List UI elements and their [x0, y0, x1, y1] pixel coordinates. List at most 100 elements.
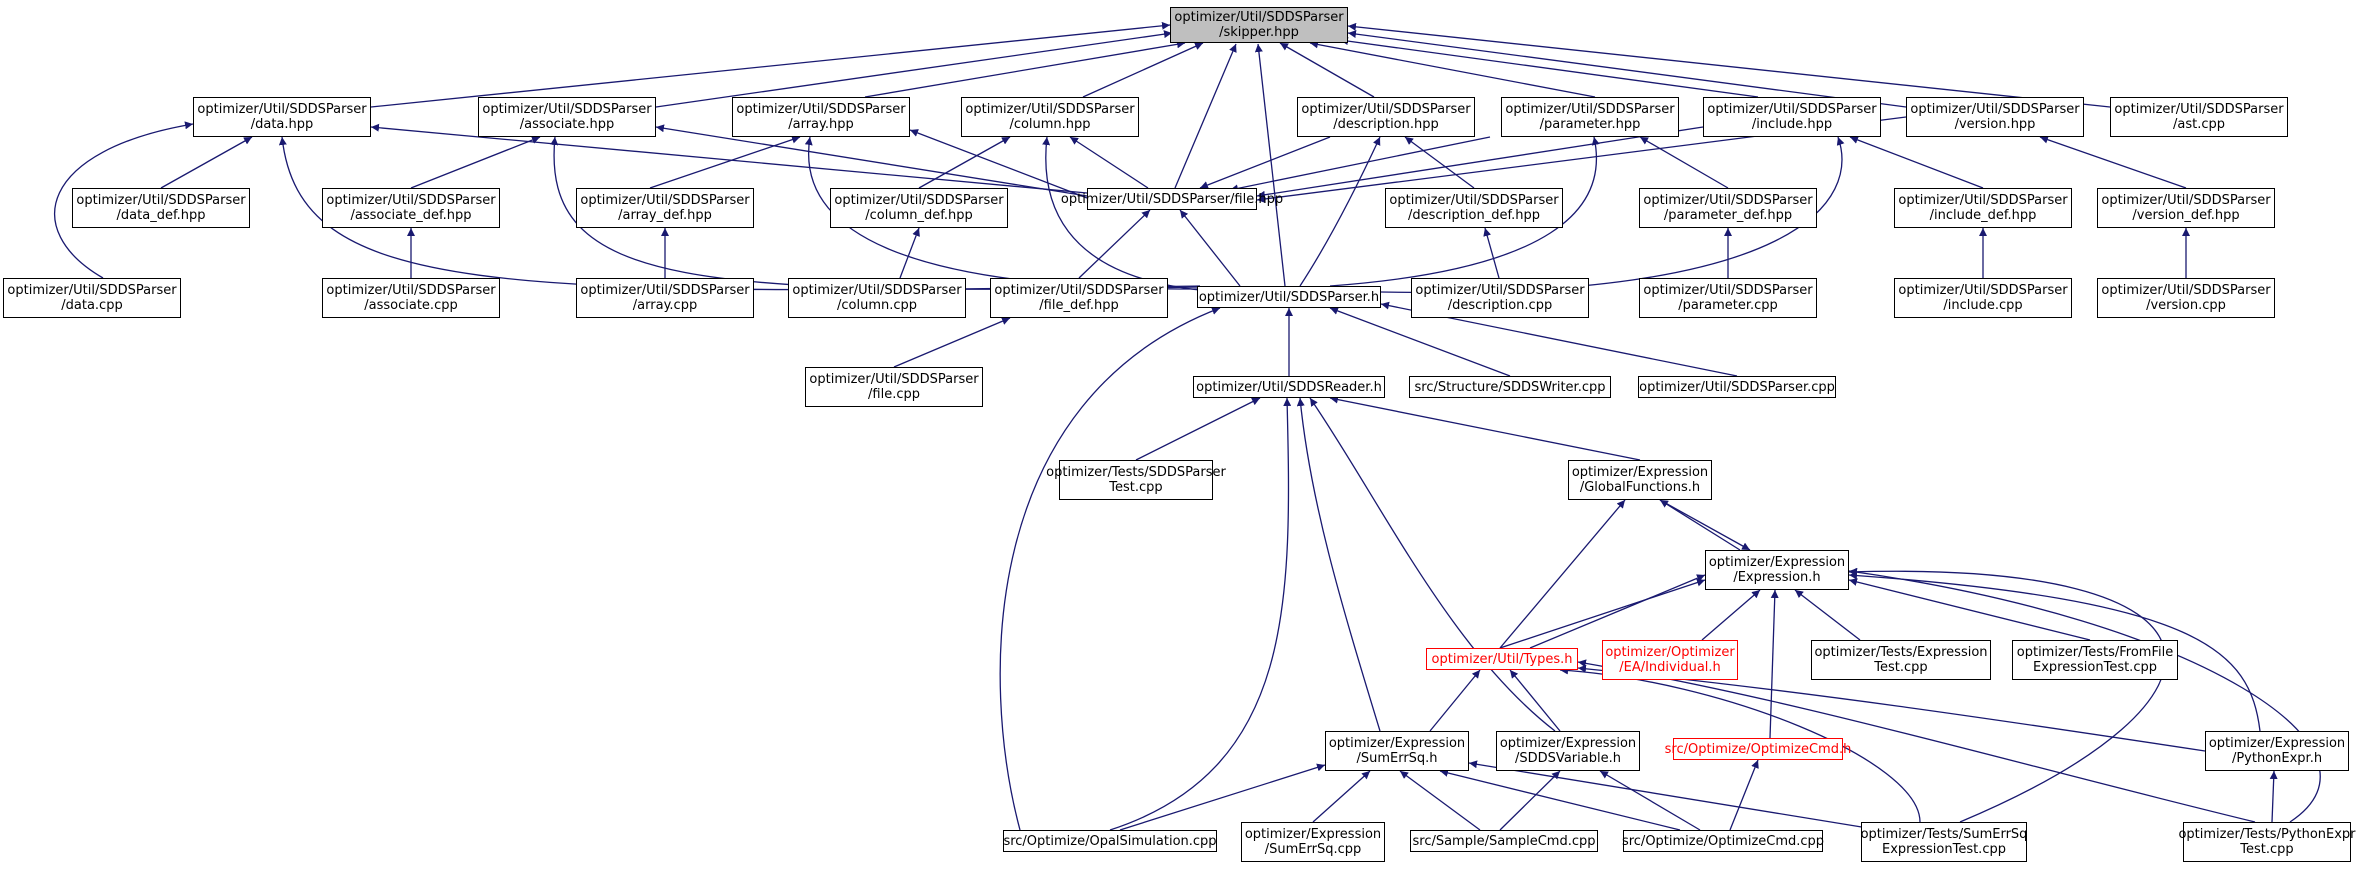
node-include-def-hpp[interactable]: optimizer/Util/SDDSParser/include_def.hp… — [1894, 188, 2072, 228]
node-data-def-hpp[interactable]: optimizer/Util/SDDSParser/data_def.hpp — [72, 188, 250, 228]
include-edge — [1109, 397, 1292, 831]
include-edge — [899, 227, 920, 279]
node-description-hpp[interactable]: optimizer/Util/SDDSParser/description.hp… — [1297, 97, 1475, 137]
include-edge — [1309, 397, 1556, 732]
include-edge — [1483, 227, 1500, 279]
include-edge — [1769, 589, 1779, 739]
include-edge — [1729, 759, 1759, 831]
node-version-def-hpp[interactable]: optimizer/Util/SDDSParser/version_def.hp… — [2097, 188, 2275, 228]
node-description-cpp[interactable]: optimizer/Util/SDDSParser/description.cp… — [1411, 278, 1589, 318]
node-sddsreader-h[interactable]: optimizer/Util/SDDSReader.h — [1193, 376, 1385, 398]
include-edge — [1069, 136, 1149, 189]
node-parameter-def-hpp[interactable]: optimizer/Util/SDDSParser/parameter_def.… — [1639, 188, 1817, 228]
include-edge — [1082, 42, 1204, 98]
node-pythonexpr-h[interactable]: optimizer/Expression/PythonExpr.h — [2205, 731, 2349, 771]
include-edge — [918, 136, 1011, 189]
node-parameter-hpp[interactable]: optimizer/Util/SDDSParser/parameter.hpp — [1501, 97, 1679, 137]
include-edge — [655, 124, 1088, 197]
node-file-hpp[interactable]: optimizer/Util/SDDSParser/file.hpp — [1061, 188, 1283, 210]
node-samplecmd-cpp[interactable]: src/Sample/SampleCmd.cpp — [1410, 830, 1598, 852]
node-version-cpp[interactable]: optimizer/Util/SDDSParser/version.cpp — [2097, 278, 2275, 318]
include-edge — [1848, 568, 2321, 823]
include-edge — [1199, 136, 1331, 189]
node-data-hpp[interactable]: optimizer/Util/SDDSParser/data.hpp — [193, 97, 371, 137]
node-data-cpp[interactable]: optimizer/Util/SDDSParser/data.cpp — [3, 278, 181, 318]
include-edge — [1439, 769, 1681, 831]
include-edge — [1329, 307, 1511, 377]
include-edge — [1347, 22, 2111, 108]
include-edge — [410, 136, 541, 189]
include-edge — [1329, 395, 1641, 461]
include-edge — [370, 21, 1171, 108]
node-column-cpp[interactable]: optimizer/Util/SDDSParser/column.cpp — [788, 278, 966, 318]
include-edge — [1229, 136, 1491, 193]
include-edge — [1399, 770, 1481, 831]
include-edge — [1659, 499, 1751, 551]
node-expression-h[interactable]: optimizer/Expression/Expression.h — [1705, 550, 1849, 590]
include-edge — [1404, 136, 1475, 189]
include-edge — [1499, 578, 1706, 649]
include-edge — [2269, 770, 2278, 823]
include-edge — [1468, 760, 1881, 831]
node-opalsimulation-cpp[interactable]: src/Optimize/OpalSimulation.cpp — [1003, 830, 1217, 852]
include-edge — [999, 307, 1221, 831]
include-edge — [370, 123, 1088, 194]
node-column-hpp[interactable]: optimizer/Util/SDDSParser/column.hpp — [961, 97, 1139, 137]
node-associate-hpp[interactable]: optimizer/Util/SDDSParser/associate.hpp — [478, 97, 656, 137]
include-edge — [1529, 574, 1706, 649]
node-sumerrsq-cpp[interactable]: optimizer/Expression/SumErrSq.cpp — [1241, 822, 1385, 862]
include-edge — [1794, 589, 1861, 641]
include-edge — [1848, 571, 2261, 732]
include-edge — [1429, 669, 1481, 732]
node-optimizecmd-cpp[interactable]: src/Optimize/OptimizeCmd.cpp — [1622, 830, 1824, 852]
node-file-def-hpp[interactable]: optimizer/Util/SDDSParser/file_def.hpp — [990, 278, 1168, 318]
node-associate-def-hpp[interactable]: optimizer/Util/SDDSParser/associate_def.… — [322, 188, 500, 228]
include-edge — [54, 121, 194, 279]
include-edge — [1042, 136, 1201, 291]
node-sddsparser-h[interactable]: optimizer/Util/SDDSParser.h — [1197, 286, 1381, 308]
node-associate-cpp[interactable]: optimizer/Util/SDDSParser/associate.cpp — [322, 278, 500, 318]
node-types-h[interactable]: optimizer/Util/Types.h — [1426, 648, 1578, 670]
include-edge — [2039, 135, 2187, 189]
include-edge — [1135, 397, 1261, 461]
node-description-def-hpp[interactable]: optimizer/Util/SDDSParser/description_de… — [1385, 188, 1563, 228]
node-version-hpp[interactable]: optimizer/Util/SDDSParser/version.hpp — [1906, 97, 2084, 137]
include-edge — [1119, 763, 1326, 831]
node-individual-h[interactable]: optimizer/Optimizer/EA/Individual.h — [1602, 640, 1738, 680]
node-include-cpp[interactable]: optimizer/Util/SDDSParser/include.cpp — [1894, 278, 2072, 318]
include-edge — [1499, 499, 1626, 649]
node-sddsvariable-h[interactable]: optimizer/Expression/SDDSVariable.h — [1496, 731, 1640, 771]
include-edge — [1499, 770, 1561, 831]
node-globalfunctions-h[interactable]: optimizer/Expression/GlobalFunctions.h — [1568, 460, 1712, 500]
node-column-def-hpp[interactable]: optimizer/Util/SDDSParser/column_def.hpp — [830, 188, 1008, 228]
include-edge — [1296, 397, 1381, 732]
include-edge — [1848, 567, 2166, 823]
include-edge — [1659, 499, 1741, 551]
node-ast-cpp[interactable]: optimizer/Util/SDDSParser/ast.cpp — [2110, 97, 2288, 137]
node-array-def-hpp[interactable]: optimizer/Util/SDDSParser/array_def.hpp — [576, 188, 754, 228]
node-parameter-cpp[interactable]: optimizer/Util/SDDSParser/parameter.cpp — [1639, 278, 1817, 318]
include-edge — [1078, 209, 1151, 279]
include-edge — [1312, 770, 1371, 823]
include-edge — [1174, 43, 1237, 189]
include-edge — [1309, 40, 1596, 98]
node-sddswriter-cpp[interactable]: src/Structure/SDDSWriter.cpp — [1409, 376, 1611, 398]
node-array-hpp[interactable]: optimizer/Util/SDDSParser/array.hpp — [732, 97, 910, 137]
include-edge — [1509, 669, 1561, 732]
include-edge — [1254, 43, 1286, 287]
node-file-cpp[interactable]: optimizer/Util/SDDSParser/file.cpp — [805, 367, 983, 407]
include-edge — [1599, 770, 1701, 831]
node-sddsparser-cpp[interactable]: optimizer/Util/SDDSParser.cpp — [1638, 376, 1836, 398]
node-optimizecmd-h[interactable]: src/Optimize/OptimizeCmd.h — [1665, 738, 1851, 760]
node-skipper-hpp[interactable]: optimizer/Util/SDDSParser/skipper.hpp — [1170, 7, 1348, 43]
node-include-hpp[interactable]: optimizer/Util/SDDSParser/include.hpp — [1703, 97, 1881, 137]
node-sumerrsq-h[interactable]: optimizer/Expression/SumErrSq.h — [1325, 731, 1469, 771]
include-edge — [1347, 30, 1907, 108]
node-array-cpp[interactable]: optimizer/Util/SDDSParser/array.cpp — [576, 278, 754, 318]
